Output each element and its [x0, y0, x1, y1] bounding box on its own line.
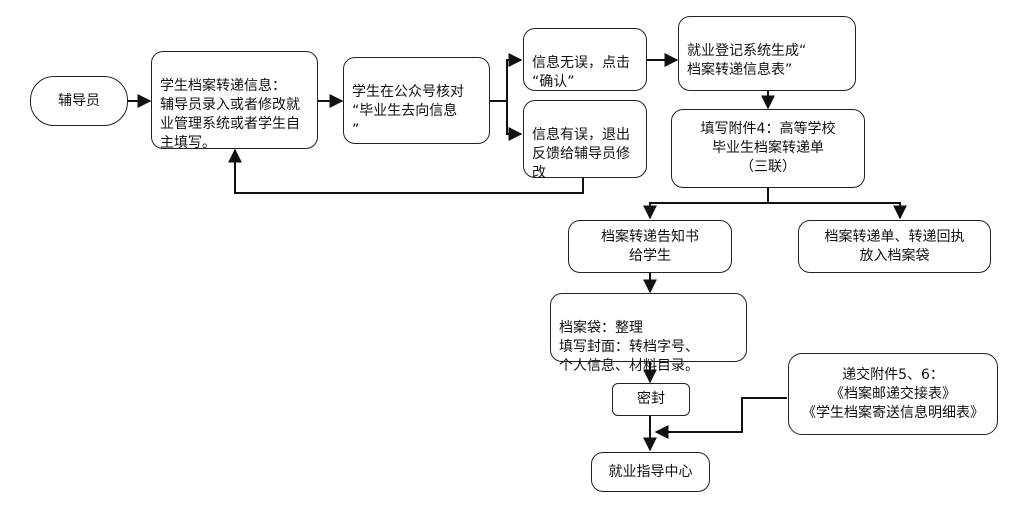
- node-employment-center: 就业指导中心: [591, 452, 710, 492]
- node-notice-text: 档案转递告知书 给学生: [601, 228, 699, 264]
- node-generate-text: 就业登记系统生成“ 档案转递信息表”: [687, 43, 807, 78]
- arrow-attachments-to-center: [654, 397, 787, 439]
- node-archive-info: 学生档案转递信息： 辅导员录入或者修改就业管理系统或者学生自主填写。: [151, 51, 318, 151]
- arrow-fill-to-bag-insert: [768, 202, 907, 220]
- node-verify: 学生在公众号核对 “毕业生去向信息 ”: [343, 57, 490, 144]
- arrow-verify-branch-correct: [490, 53, 523, 102]
- node-wrong: 信息有误，退出反馈给辅导员修改: [523, 100, 647, 181]
- arrow-verify-branch-wrong: [506, 101, 523, 141]
- node-seal-text: 密封: [637, 391, 665, 407]
- node-fill-form-text: 填写附件4：高等学校 毕业生档案转递单 （三联）: [700, 121, 836, 175]
- node-bag-insert: 档案转递单、转递回执 放入档案袋: [798, 220, 991, 273]
- node-seal: 密封: [612, 383, 690, 416]
- node-notice: 档案转递告知书 给学生: [568, 220, 732, 273]
- node-bag-insert-text: 档案转递单、转递回执 放入档案袋: [824, 228, 965, 264]
- node-wrong-text: 信息有误，退出反馈给辅导员修改: [532, 127, 630, 181]
- node-verify-text: 学生在公众号核对 “毕业生去向信息 ”: [352, 84, 464, 138]
- arrow-wrong-back-to-info: [228, 148, 584, 194]
- node-fill-form: 填写附件4：高等学校 毕业生档案转递单 （三联）: [671, 109, 865, 188]
- node-employment-center-text: 就业指导中心: [608, 463, 693, 480]
- node-counselor: 辅导员: [30, 76, 128, 126]
- arrow-fill-split: [643, 188, 769, 220]
- node-counselor-text: 辅导员: [58, 92, 100, 109]
- node-correct: 信息无误，点击 “确认”: [523, 28, 647, 91]
- node-bag-organize: 档案袋：整理 填写封面：转档字号、 个人信息、材料目录。: [550, 293, 747, 374]
- node-attachments-text: 递交附件5、6： 《档案邮递交接表》 《学生档案寄送信息明细表》: [802, 366, 984, 421]
- node-bag-organize-text: 档案袋：整理 填写封面：转档字号、 个人信息、材料目录。: [559, 320, 699, 374]
- node-archive-info-text: 学生档案转递信息： 辅导员录入或者修改就业管理系统或者学生自主填写。: [160, 78, 300, 151]
- node-attachments: 递交附件5、6： 《档案邮递交接表》 《学生档案寄送信息明细表》: [788, 353, 998, 435]
- node-correct-text: 信息无误，点击 “确认”: [532, 55, 630, 90]
- node-generate: 就业登记系统生成“ 档案转递信息表”: [678, 16, 856, 91]
